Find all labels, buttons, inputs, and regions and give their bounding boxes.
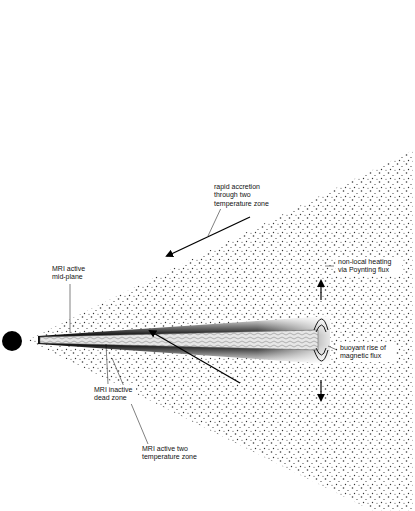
- leader-lines: [70, 206, 337, 444]
- dead-zone: [40, 330, 318, 350]
- annotation-label: buoyant rise of magnetic flux: [338, 343, 396, 362]
- two-temperature-wedge: [28, 150, 413, 511]
- mid-plane-band: [38, 316, 330, 364]
- annotation-label: rapid accretion through two temperature …: [212, 182, 284, 209]
- annotation-label: non-local heating via Poynting flux: [336, 257, 402, 276]
- inflow-arrow: [167, 217, 250, 256]
- annotation-label: MRI active mid-plane: [50, 264, 92, 283]
- annotation-label: MRI active two temperature zone: [140, 444, 208, 463]
- rise-arrow: [320, 380, 321, 400]
- rise-arrow: [320, 281, 321, 300]
- inflow-arrow: [150, 331, 240, 383]
- annotation-label: MRI inactive dead zone: [92, 385, 136, 404]
- central-object: [2, 331, 22, 351]
- magnetic-loops: [314, 319, 328, 361]
